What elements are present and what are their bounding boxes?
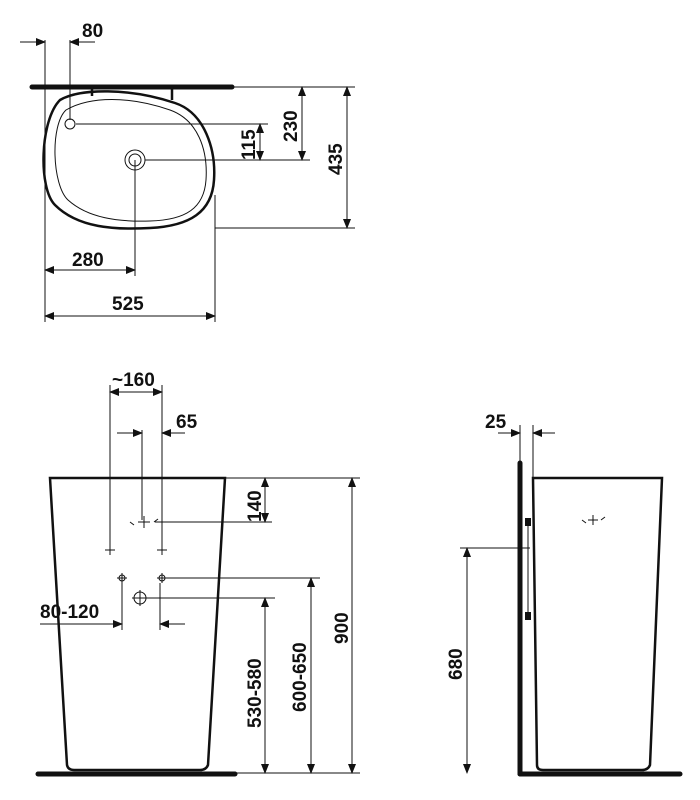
dim-65: 65: [176, 412, 198, 433]
pedestal-outline: [48, 476, 227, 772]
dim-435: 435: [326, 143, 347, 175]
dim-80-120: 80-120: [40, 602, 99, 623]
basin-inner: [54, 99, 207, 222]
bracket: [525, 518, 531, 526]
dim-600-650: 600-650: [290, 642, 311, 712]
front-view: ~160 65 140 900 600-650 530-580 80-120: [35, 370, 360, 777]
tap-connection-icon: [105, 545, 167, 555]
dim-680: 680: [446, 648, 467, 680]
dim-160: ~160: [112, 370, 155, 391]
dim-530-580: 530-580: [245, 658, 266, 728]
dim-140: 140: [245, 490, 266, 522]
dim-230: 230: [281, 110, 302, 142]
dim-25: 25: [485, 412, 507, 433]
pedestal-side-outline: [531, 476, 664, 772]
overflow-icon: [581, 515, 606, 525]
basin-outline: [42, 90, 216, 230]
dim-525: 525: [112, 294, 144, 315]
tap-hole-icon: [64, 118, 76, 130]
supply-connection-icon: [117, 573, 167, 583]
side-view: 25 680: [446, 412, 683, 777]
dim-280: 280: [72, 250, 104, 271]
overflow-icon: [129, 516, 159, 528]
dim-80: 80: [82, 21, 103, 42]
dim-115: 115: [239, 129, 260, 160]
dim-900: 900: [332, 612, 353, 644]
top-view: 80 230 435 115 280 525: [20, 21, 355, 322]
